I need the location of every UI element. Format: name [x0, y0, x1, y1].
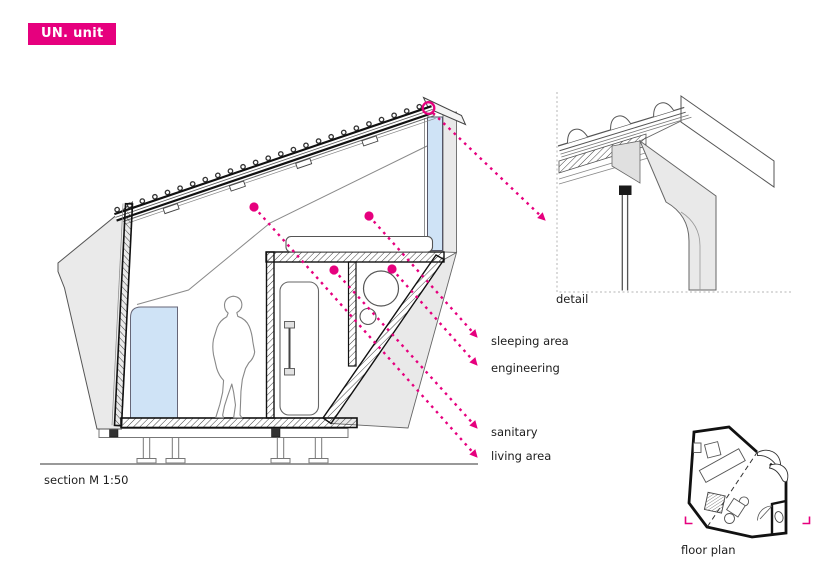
bathroom-wall-left	[265, 251, 275, 419]
leader-dots	[249, 101, 436, 275]
bathroom-door	[279, 281, 320, 416]
right-window	[427, 116, 443, 251]
detail-marker-circle	[421, 101, 436, 115]
leader-lines	[253, 112, 546, 458]
detail-soffit-edge	[639, 120, 682, 142]
dot-sleeping-area	[364, 211, 374, 221]
figure-silhouette	[212, 295, 256, 419]
washing-machine	[362, 270, 400, 307]
annotation-living-area: living area	[491, 449, 552, 463]
foundation-posts	[98, 427, 349, 464]
door-handle	[284, 321, 295, 376]
detail-glazing-seal	[619, 185, 632, 195]
detail-wall-panel	[638, 139, 717, 291]
detail-corrugated-roof	[557, 102, 692, 158]
annotation-engineering: engineering	[491, 361, 560, 375]
dot-engineering	[387, 264, 397, 274]
dot-living-area	[249, 202, 259, 212]
floorplan-drawing	[684, 425, 811, 539]
leader-living-area	[253, 206, 478, 458]
detail-cutout-line	[680, 211, 701, 290]
detail-corner-post	[611, 140, 641, 184]
section-drawing	[40, 96, 478, 465]
section-caption: section M 1:50	[44, 473, 129, 487]
sloped-wall-structure	[322, 254, 446, 425]
floorplan-caption: floor plan	[681, 543, 736, 557]
floorplan-entry-doors	[757, 449, 789, 483]
detail-caption: detail	[556, 292, 589, 306]
left-wall-structure	[111, 202, 134, 427]
detail-roof-slab	[680, 95, 775, 188]
loft-floor	[265, 251, 445, 263]
title-badge: UN. unit	[28, 23, 117, 45]
detail-drawing	[556, 92, 792, 293]
dot-sanitary	[329, 265, 339, 275]
left-window	[130, 306, 178, 419]
floor-deck	[120, 417, 358, 429]
ceiling-lines	[136, 145, 428, 305]
equipment-drum	[359, 307, 377, 326]
floorplan-section-line	[707, 452, 758, 527]
title-label: UN. unit	[41, 26, 104, 41]
roof	[114, 100, 436, 225]
annotation-sleeping-area: sleeping area	[491, 334, 569, 348]
floorplan-sanitary-room	[757, 499, 787, 536]
leader-sleeping-area	[368, 215, 478, 338]
floorplan-cut-markers	[684, 516, 811, 525]
floorplan-furniture	[693, 441, 750, 524]
left-outer-wall	[57, 200, 134, 430]
annotation-sanitary: sanitary	[491, 425, 538, 439]
bed-mattress	[285, 235, 434, 253]
detail-cut-boundary	[556, 92, 792, 293]
bathroom-wall-middle	[347, 261, 357, 367]
